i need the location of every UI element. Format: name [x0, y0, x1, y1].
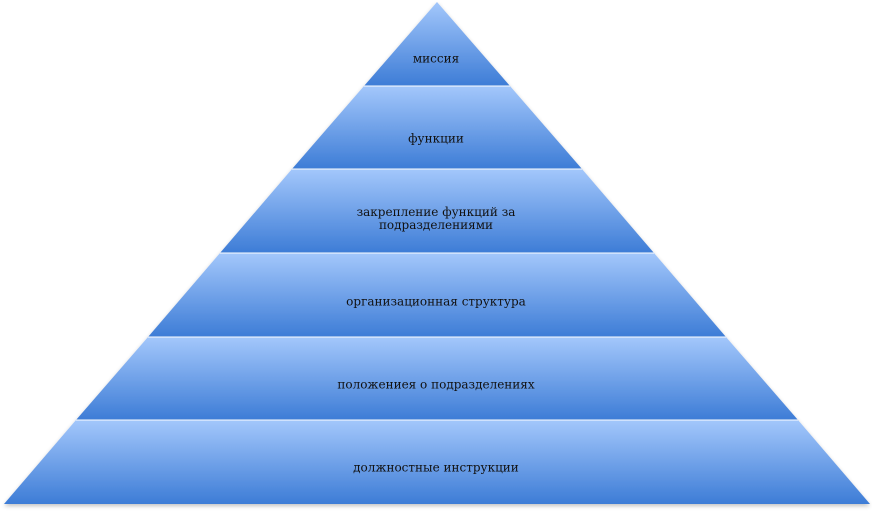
pyramid-tier-1: [364, 2, 510, 86]
tier-1-label: миссия: [0, 51, 872, 66]
tier-1-text: миссия: [412, 51, 460, 66]
pyramid-tier-6: [4, 420, 870, 504]
tier-5-label: положениея о подразделениях: [0, 377, 872, 392]
pyramid-tier-2: [292, 86, 582, 169]
tier-6-label: должностные инструкции: [0, 460, 872, 475]
tier-2-label: функции: [0, 131, 872, 146]
tier-2-text: функции: [408, 131, 464, 146]
tier-5-text: положениея о подразделениях: [337, 377, 535, 392]
pyramid-tier-3: [220, 169, 654, 253]
tier-3-label: закрепление функций за подразделениями: [0, 206, 872, 232]
pyramid-tier-4: [148, 253, 726, 337]
pyramid-tier-5: [76, 337, 798, 420]
tier-3-text: закрепление функций за подразделениями: [356, 205, 516, 232]
tier-4-text: организационная структура: [346, 294, 526, 309]
tier-4-label: организационная структура: [0, 294, 872, 309]
tier-6-text: должностные инструкции: [353, 460, 519, 475]
